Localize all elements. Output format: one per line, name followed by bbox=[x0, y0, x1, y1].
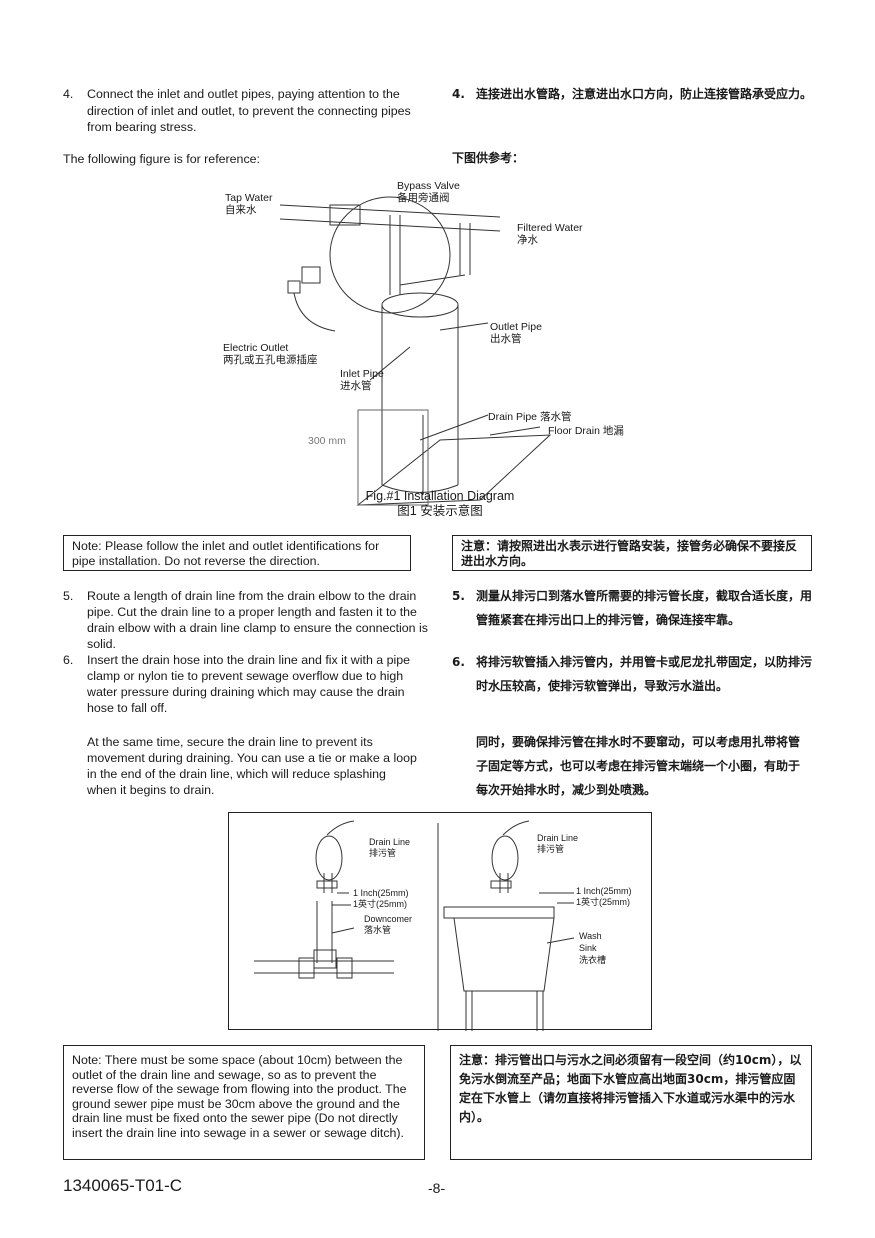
step-4-text: Connect the inlet and outlet pipes, payi… bbox=[87, 87, 411, 134]
floor-drain-label: Floor Drain 地漏 bbox=[548, 425, 624, 437]
step-4-zh: 4.连接进出水管路，注意进出水口方向，防止连接管路承受应力。 bbox=[452, 87, 813, 101]
reference-zh: 下图供参考： bbox=[452, 151, 525, 165]
step-5-en: 5.Route a length of drain line from the … bbox=[63, 589, 428, 651]
paragraph-zh: 同时，要确保排污管在排水时不要窜动，可以考虑用扎带将管子固定等方式，也可以考虑在… bbox=[476, 735, 801, 797]
inch-label-right: 1 Inch(25mm)1英寸(25mm) bbox=[576, 886, 632, 907]
height-dimension: 300 mm bbox=[308, 435, 346, 447]
step-4-text-zh: 连接进出水管路，注意进出水口方向，防止连接管路承受应力。 bbox=[476, 87, 813, 101]
drain-line-drawing bbox=[254, 820, 575, 1031]
installation-diagram-drawing bbox=[279, 196, 552, 506]
note-box-1-en: Note: Please follow the inlet and outlet… bbox=[63, 535, 411, 571]
note-box-1-zh: 注意：请按照进出水表示进行管路安装，接管务必确保不要接反进出水方向。 bbox=[452, 535, 812, 571]
step-5-zh: 5.测量从排污口到落水管所需要的排污管长度，截取合适长度，用管箍紧套在排污出口上… bbox=[452, 589, 813, 627]
inch-label-left: 1 Inch(25mm)1英寸(25mm) bbox=[353, 888, 409, 909]
page-number: -8- bbox=[428, 1180, 446, 1196]
paragraph-en: At the same time, secure the drain line … bbox=[87, 735, 417, 797]
step-4-en: 4.Connect the inlet and outlet pipes, pa… bbox=[63, 87, 411, 134]
step-6-zh: 6.将排污软管插入排污管内，并用管卡或尼龙扎带固定，以防排污时水压较高，使排污软… bbox=[452, 655, 813, 693]
document-id: 1340065-T01-C bbox=[63, 1176, 183, 1195]
note-box-2-zh: 注意：排污管出口与污水之间必须留有一段空间（约10cm），以免污水倒流至产品；地… bbox=[450, 1045, 812, 1160]
reference-en: The following figure is for reference: bbox=[63, 152, 260, 166]
note-box-2-en: Note: There must be some space (about 10… bbox=[63, 1045, 425, 1160]
drain-pipe-label: Drain Pipe 落水管 bbox=[488, 411, 572, 423]
step-6-en: 6.Insert the drain hose into the drain l… bbox=[63, 653, 411, 715]
